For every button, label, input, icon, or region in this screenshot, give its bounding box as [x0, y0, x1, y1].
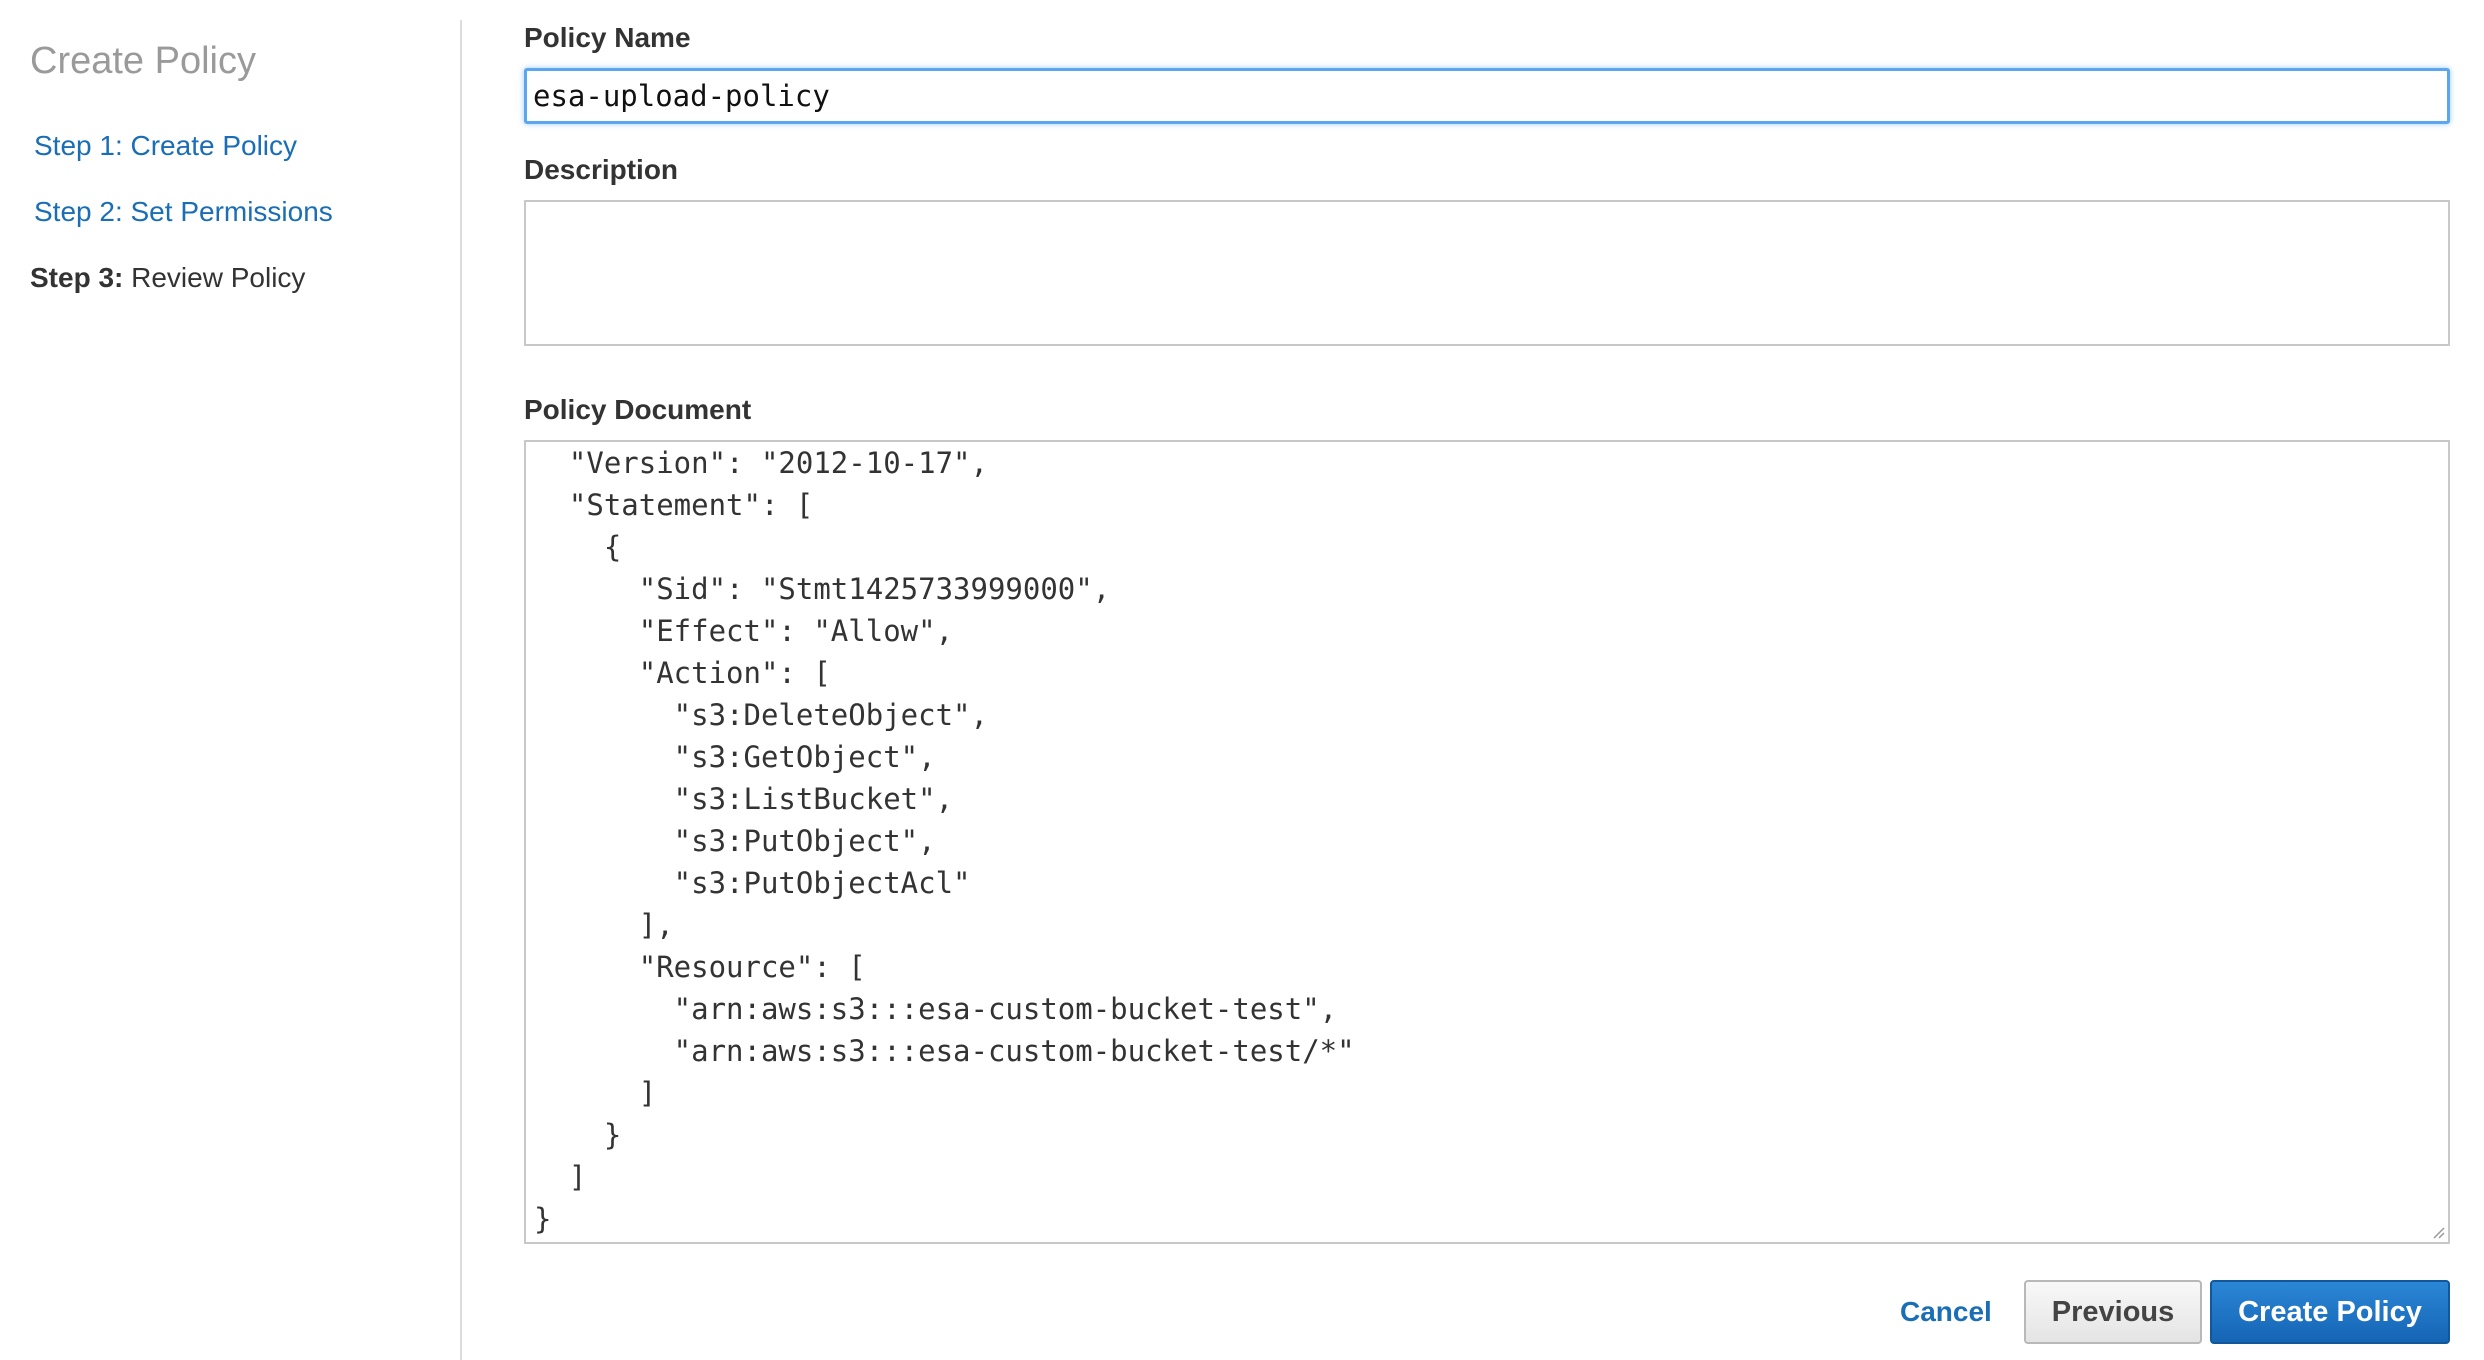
create-policy-button[interactable]: Create Policy [2210, 1280, 2450, 1344]
policy-document-label: Policy Document [524, 394, 752, 425]
policy-document-editor[interactable]: "Version": "2012-10-17", "Statement": [ … [524, 440, 2450, 1244]
step-3-number: Step 3: [30, 262, 124, 293]
step-3-label: Review Policy [123, 262, 306, 293]
wizard-sidebar: Create Policy Step 1: Create Policy Step… [0, 0, 460, 1360]
sidebar-divider [460, 20, 462, 1360]
step-1-create-policy-link[interactable]: Step 1: Create Policy [34, 130, 298, 161]
description-textarea[interactable] [524, 200, 2450, 346]
policy-document-text[interactable]: "Version": "2012-10-17", "Statement": [ … [534, 446, 1355, 1236]
step-2-set-permissions-link[interactable]: Step 2: Set Permissions [34, 196, 333, 227]
step-3-review-policy: Step 3: Review Policy [30, 262, 305, 294]
sidebar-title: Create Policy [30, 40, 256, 82]
cancel-link[interactable]: Cancel [1900, 1296, 1992, 1327]
policy-name-input[interactable] [524, 68, 2450, 124]
description-label: Description [524, 154, 679, 185]
policy-name-label: Policy Name [524, 22, 691, 53]
resize-grip-icon[interactable] [2431, 1225, 2445, 1239]
previous-button[interactable]: Previous [2024, 1280, 2202, 1344]
